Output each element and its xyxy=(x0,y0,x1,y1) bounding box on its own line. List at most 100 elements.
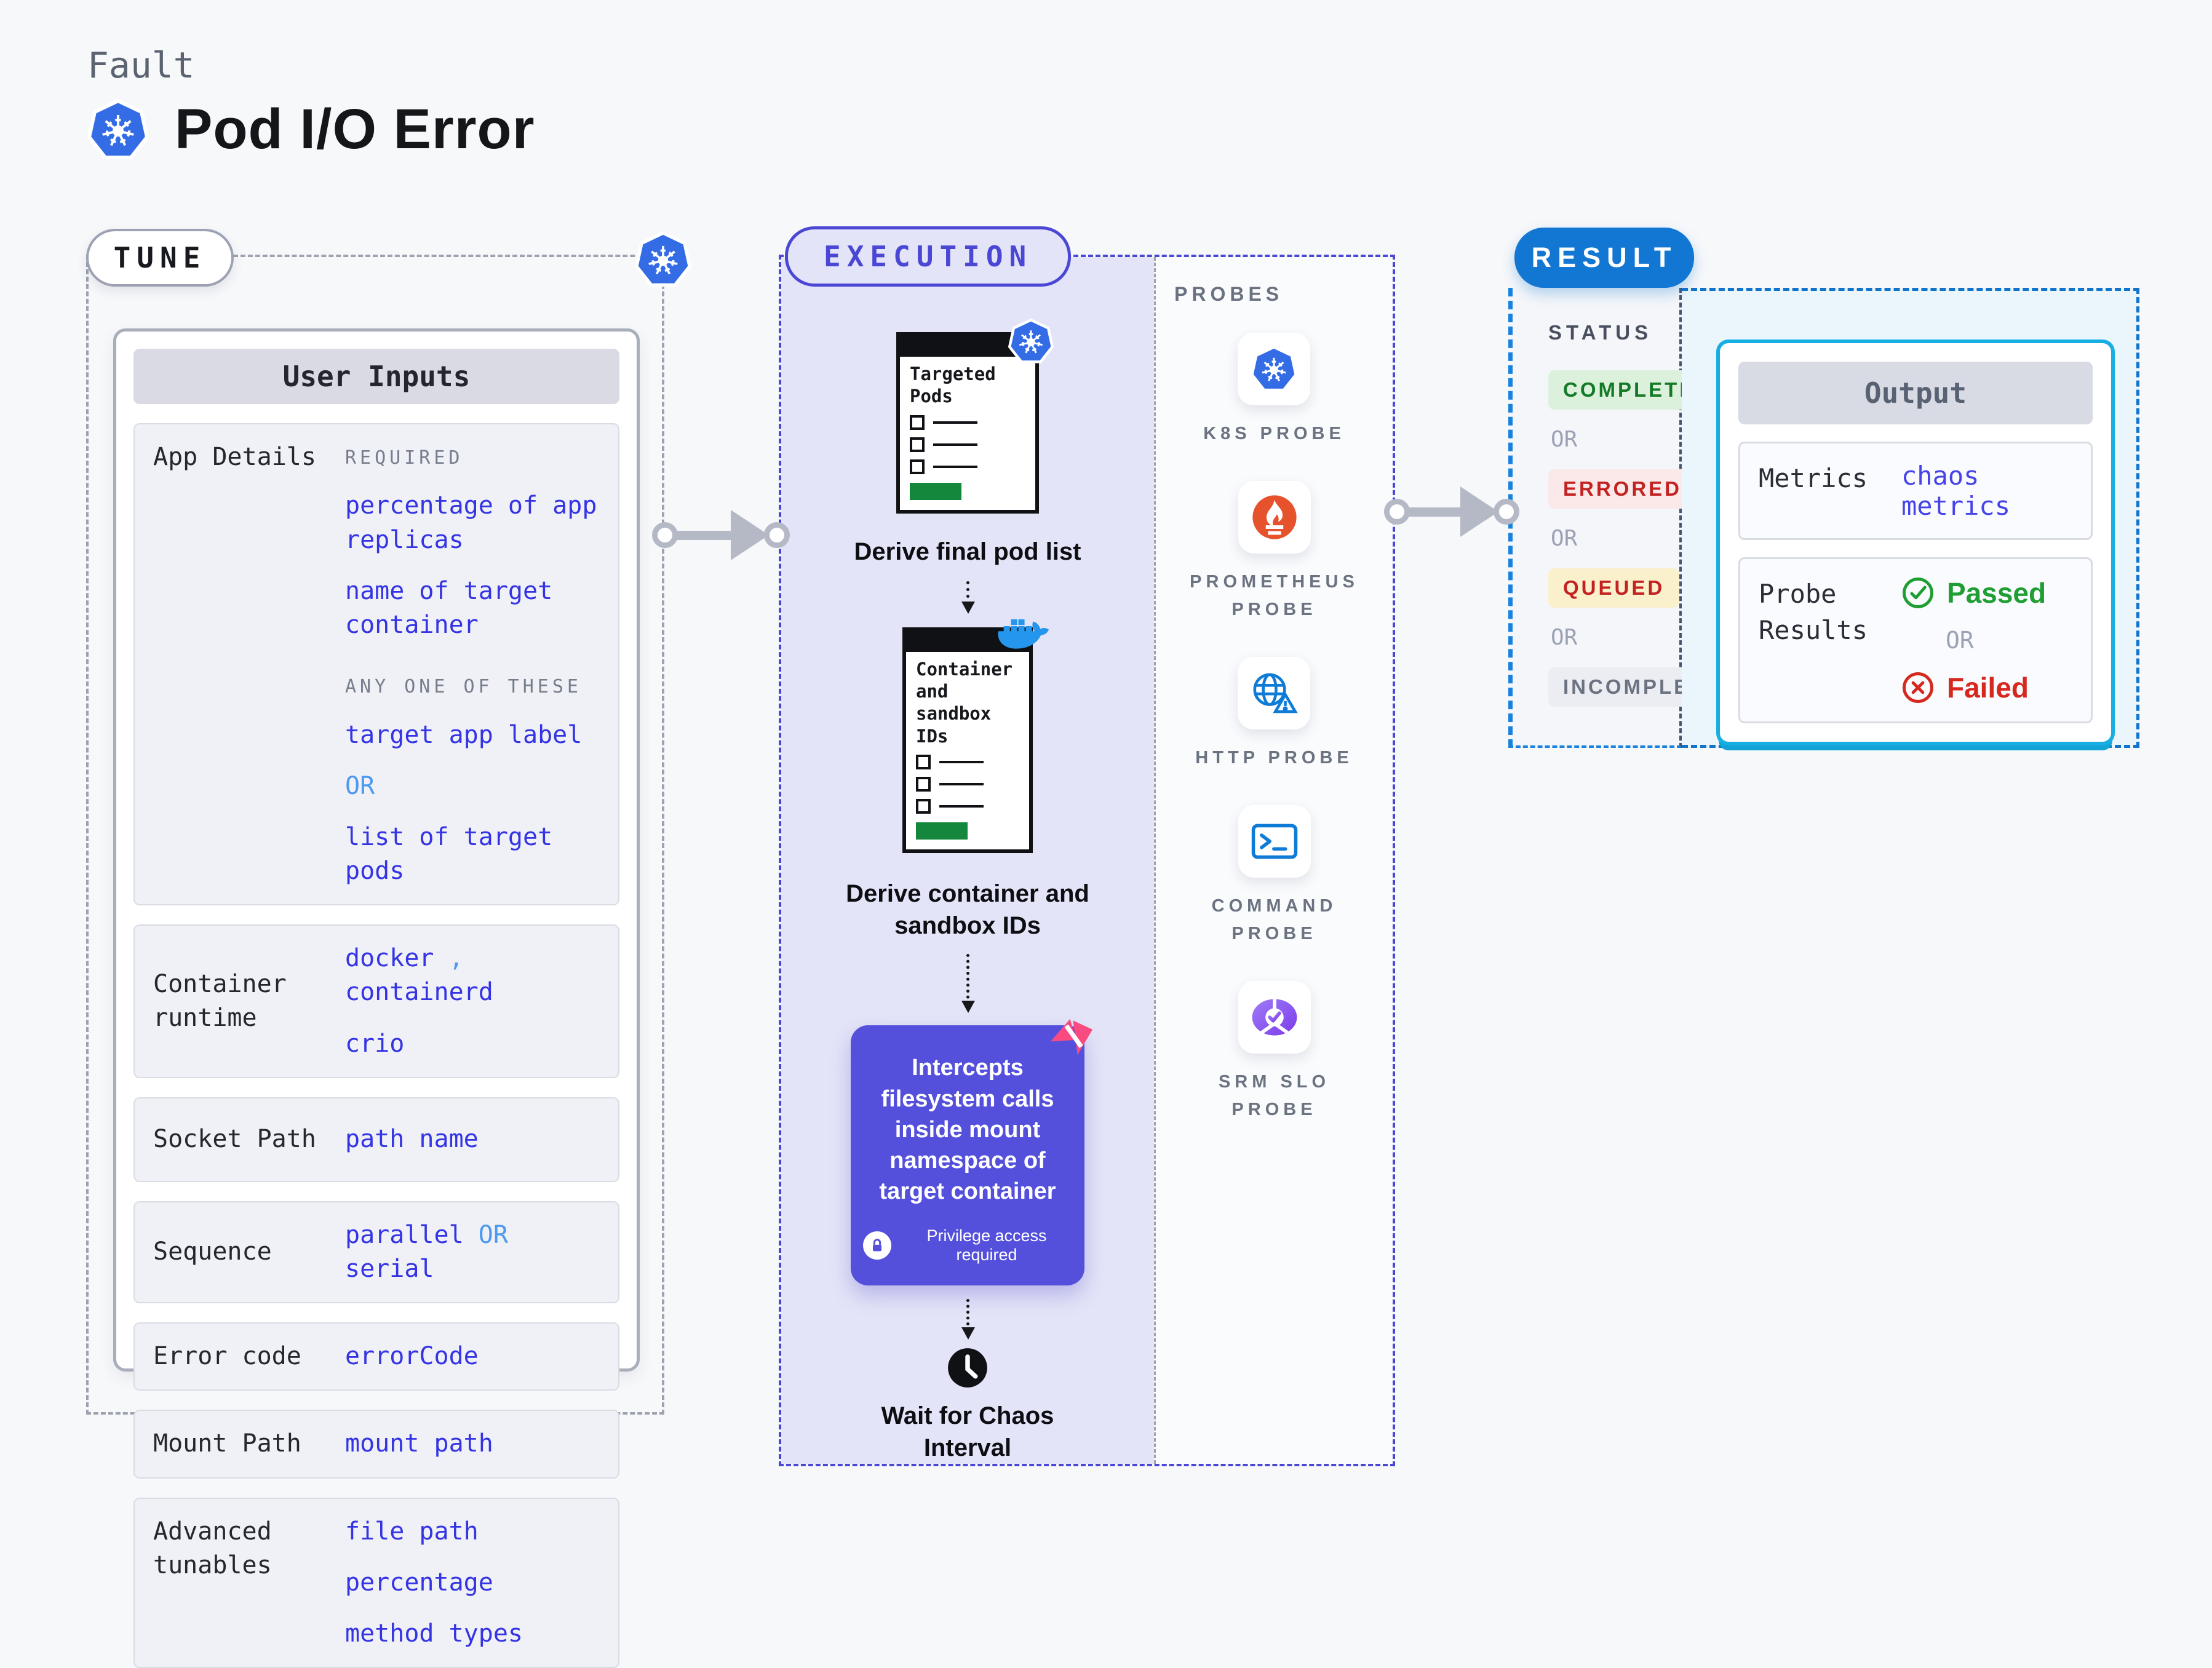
kubernetes-icon xyxy=(1251,346,1298,392)
input-value: target app label xyxy=(345,720,583,749)
or-separator: OR xyxy=(1551,625,1578,650)
any-one-heading: ANY ONE OF THESE xyxy=(345,676,582,698)
page-title: Pod I/O Error xyxy=(175,98,535,161)
targeted-pods-document: Targeted Pods xyxy=(896,319,1054,514)
list-line xyxy=(939,782,984,785)
arrow-end-node xyxy=(764,522,790,548)
checkbox-icon xyxy=(916,754,931,769)
or-separator: OR xyxy=(1946,627,1974,654)
row-advanced-tunables: Advanced tunables file path percentage m… xyxy=(133,1497,619,1668)
row-label: App Details xyxy=(153,443,316,471)
checkbox-icon xyxy=(916,776,931,792)
probe-card xyxy=(1238,656,1311,729)
execution-section-box: Targeted Pods Derive final pod list xyxy=(779,255,1395,1466)
arrow-shaft xyxy=(1407,507,1463,517)
or-separator: OR xyxy=(1551,526,1578,551)
row-label: Probe Results xyxy=(1759,579,1868,645)
input-value: crio xyxy=(345,1029,405,1058)
checkbox-icon xyxy=(910,459,925,474)
list-line xyxy=(939,760,984,763)
chaos-logo-icon xyxy=(1048,1013,1096,1061)
row-label: Container runtime xyxy=(153,969,287,1033)
input-value: containerd xyxy=(345,978,493,1007)
user-inputs-card: User Inputs App Details REQUIRED percent… xyxy=(113,328,640,1668)
row-label: Metrics xyxy=(1759,463,1868,493)
probe-results-values: Passed OR Failed xyxy=(1901,576,2046,704)
probe-card xyxy=(1238,980,1311,1054)
arrow-start-node xyxy=(652,522,678,548)
failed-label: Failed xyxy=(1947,672,2029,704)
list-line xyxy=(933,421,977,424)
status-badge: ERRORED xyxy=(1548,469,1697,509)
input-value: file path xyxy=(345,1517,479,1546)
arrow-shaft xyxy=(675,530,734,540)
globe-warning-icon xyxy=(1248,670,1300,716)
input-value: mount path xyxy=(345,1429,493,1458)
probe-label: COMMAND PROBE xyxy=(1211,896,1337,943)
status-badge: QUEUED xyxy=(1548,568,1680,608)
output-card: Output Metrics chaos metrics Probe Resul… xyxy=(1716,340,2115,745)
input-value: parallel xyxy=(345,1220,464,1249)
checkbox-icon xyxy=(910,415,925,430)
list-line xyxy=(933,443,977,446)
or-separator: OR xyxy=(478,1220,508,1249)
container-sandbox-ids-document: Container and sandbox IDs xyxy=(902,619,1049,853)
row-sequence: Sequence parallel OR serial xyxy=(133,1201,619,1304)
intercept-step-card: Intercepts filesystem calls inside mount… xyxy=(851,1019,1093,1286)
comma-separator: , xyxy=(448,944,464,973)
execution-flow-column: Targeted Pods Derive final pod list xyxy=(781,257,1154,1464)
probe-card xyxy=(1238,804,1311,878)
input-value: percentage of app replicas xyxy=(345,491,597,554)
row-mount-path: Mount Path mount path xyxy=(133,1410,619,1479)
row-app-details: App Details REQUIRED percentage of app r… xyxy=(133,423,619,906)
list-line xyxy=(939,804,984,808)
input-value: method types xyxy=(345,1619,523,1648)
flow-connector-dotted xyxy=(961,1299,975,1340)
execution-to-result-arrow xyxy=(1384,486,1519,538)
output-header: Output xyxy=(1738,362,2093,424)
input-value: errorCode xyxy=(345,1342,479,1371)
probe-card xyxy=(1238,333,1311,405)
required-heading: REQUIRED xyxy=(345,447,464,469)
row-label: Sequence xyxy=(153,1237,272,1266)
green-action-bar xyxy=(910,482,961,500)
tune-pill: TUNE xyxy=(86,229,234,287)
kubernetes-icon xyxy=(87,98,149,161)
input-value: serial xyxy=(345,1255,434,1284)
probe-results-row: Probe Results Passed OR xyxy=(1738,557,2093,723)
probes-heading: PROBES xyxy=(1174,283,1284,305)
probe-item: PROMETHEUS PROBE xyxy=(1173,480,1376,624)
probe-label: PROMETHEUS PROBE xyxy=(1190,571,1359,619)
input-value: path name xyxy=(345,1125,479,1154)
step-caption: Derive final pod list xyxy=(854,538,1081,565)
arrow-head xyxy=(1460,486,1498,537)
probes-column: PROBES K8S PROBE xyxy=(1154,257,1393,1464)
arrow-end-node xyxy=(1494,499,1519,525)
document-title: Container and sandbox IDs xyxy=(916,658,1013,747)
metrics-row: Metrics chaos metrics xyxy=(1738,442,2093,540)
probe-label: SRM SLO PROBE xyxy=(1218,1071,1331,1119)
x-circle-icon xyxy=(1901,671,1935,704)
check-circle-icon xyxy=(1901,576,1935,610)
prometheus-icon xyxy=(1251,494,1298,541)
row-socket-path: Socket Path path name xyxy=(133,1097,619,1182)
docker-icon xyxy=(993,613,1050,653)
row-container-runtime: Container runtime docker , containerd cr… xyxy=(133,924,619,1078)
probe-label: K8S PROBE xyxy=(1203,424,1345,443)
input-value: percentage xyxy=(345,1568,493,1597)
metrics-value: chaos metrics xyxy=(1901,461,2011,521)
row-label: Advanced tunables xyxy=(153,1517,272,1579)
row-error-code: Error code errorCode xyxy=(133,1322,619,1391)
intercept-step-text: Intercepts filesystem calls inside mount… xyxy=(879,1055,1056,1205)
row-values: docker , containerd crio xyxy=(345,942,600,1061)
kubernetes-icon xyxy=(1008,319,1054,364)
result-status-panel: STATUS COMPLETED OR ERRORED OR QUEUED OR… xyxy=(1508,288,1753,748)
terminal-icon xyxy=(1250,820,1299,862)
execution-pill: EXECUTION xyxy=(785,226,1072,287)
probe-item: SRM SLO PROBE xyxy=(1173,980,1376,1124)
row-label: Mount Path xyxy=(153,1429,301,1458)
or-separator: OR xyxy=(345,771,375,800)
probe-label: HTTP PROBE xyxy=(1195,747,1353,768)
fault-eyebrow: Fault xyxy=(87,44,195,86)
probe-card xyxy=(1238,480,1311,554)
